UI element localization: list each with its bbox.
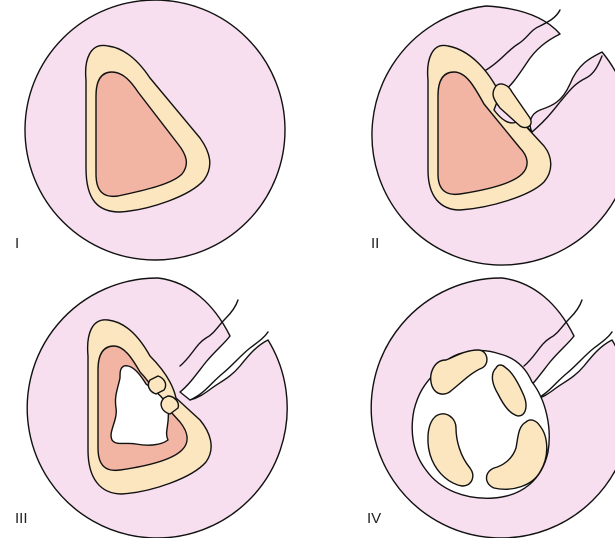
panel-2: II bbox=[371, 6, 615, 265]
panel-1-label: I bbox=[15, 235, 19, 252]
panel-3-label: III bbox=[15, 510, 28, 527]
panel-2-label: II bbox=[371, 235, 379, 252]
panel-1: I bbox=[15, 0, 285, 260]
panel-4-label: IV bbox=[367, 510, 381, 527]
panel-3: III bbox=[15, 278, 287, 538]
panel-4: IV bbox=[367, 278, 615, 538]
